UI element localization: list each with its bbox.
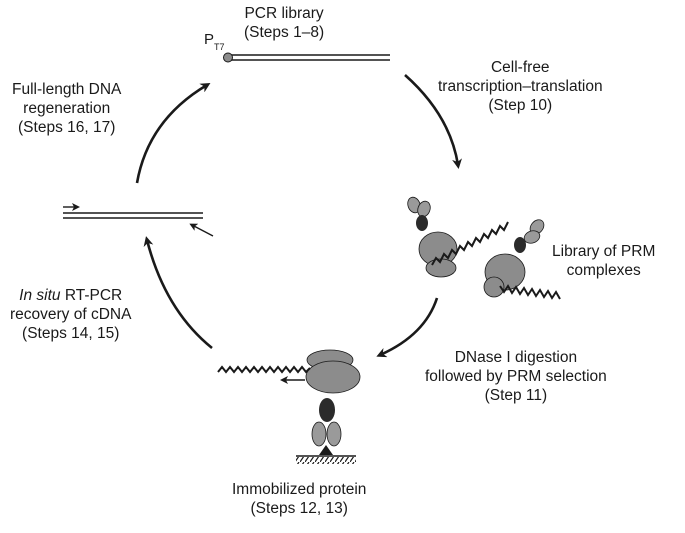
rtpcr-label: In situ RT-PCR recovery of cDNA (Steps 1… [10,286,131,343]
pcr-library-dna-icon [223,52,390,63]
regeneration-label: Full-length DNA regeneration (Steps 16, … [12,80,121,137]
immobilized-steps: (Steps 12, 13) [250,500,348,517]
mrna-wave-icon [431,221,509,266]
regeneration-line2: regeneration [23,100,111,117]
cycle-arrow-top-right [404,74,462,169]
immobilized-label: Immobilized protein (Steps 12, 13) [232,480,366,518]
prm-library-label: Library of PRM complexes [552,242,655,280]
cell-free-line1: Cell-free [490,59,550,76]
dnase-steps: (Step 11) [484,387,548,404]
pcr-library-label: PCR library (Steps 1–8) [244,4,324,42]
mrna-wave-icon [217,365,311,374]
prm-complex-icon-1 [407,196,509,278]
surface-hatch-icon [296,457,356,464]
dnase-line1: DNase I digestion [454,349,578,366]
immobilized-line1: Immobilized protein [232,481,367,498]
prm-library-line1: Library of PRM [552,243,656,260]
rtpcr-line1: In situ RT-PCR [19,287,123,304]
cell-free-line2: transcription–translation [438,78,603,95]
rtpcr-steps: (Steps 14, 15) [22,325,120,342]
cycle-arrow-top-left [135,82,211,184]
regeneration-steps: (Steps 16, 17) [18,119,116,136]
immobilized-prm-complex-icon [217,349,361,464]
cdna-double-strand-icon [63,203,214,237]
cycle-arrow-bottom-right [376,297,439,358]
cell-free-label: Cell-free transcription–translation (Ste… [438,58,603,115]
mrna-wave-icon [499,284,561,300]
prm-library-line2: complexes [566,262,641,279]
prm-complex-icon-2 [483,219,561,300]
regeneration-line1: Full-length DNA [12,81,122,98]
pcr-library-steps: (Steps 1–8) [244,24,325,41]
t7-promoter-dot-icon [223,52,233,63]
pcr-library-title: PCR library [244,5,324,22]
cycle-arrow-bottom-left [143,236,213,350]
dnase-label: DNase I digestion followed by PRM select… [425,348,607,405]
dnase-line2: followed by PRM selection [425,368,607,385]
rtpcr-line2: recovery of cDNA [10,306,132,323]
cell-free-steps: (Step 10) [488,97,553,114]
t7-promoter-label: PT7 [204,31,225,53]
reverse-primer-icon [189,223,214,237]
